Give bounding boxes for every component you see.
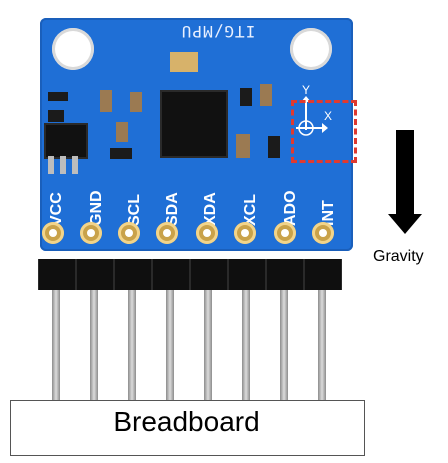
pin-pad (196, 222, 218, 244)
smd-capacitor (236, 134, 250, 158)
x-axis-label: X (324, 109, 332, 123)
pin-label-sda: SDA (164, 192, 181, 226)
x-axis-arrow (322, 123, 328, 133)
mounting-hole-left (52, 28, 94, 70)
header-block (76, 259, 114, 290)
header-pin (204, 290, 212, 402)
pin-pad (312, 222, 334, 244)
regulator-pin (72, 156, 78, 174)
pin-label-vcc: VCC (48, 192, 65, 226)
header-pin (166, 290, 174, 402)
pin-pad (274, 222, 296, 244)
header-block (304, 259, 342, 290)
board-title: ITG/MPU (180, 22, 256, 41)
pin-pad (156, 222, 178, 244)
breadboard (10, 400, 365, 456)
voltage-regulator (44, 123, 88, 159)
smd-resistor (240, 88, 252, 106)
breadboard-label: Breadboard (113, 406, 260, 437)
gravity-arrow-head (388, 214, 422, 234)
pin-label-ado: ADO (282, 190, 299, 226)
pin-pad (80, 222, 102, 244)
smd-resistor (48, 92, 68, 101)
regulator-pin (60, 156, 66, 174)
header-pin (280, 290, 288, 402)
smd-capacitor (116, 122, 128, 142)
smd-resistor (110, 148, 132, 159)
header-block (38, 259, 76, 290)
gravity-label: Gravity (373, 248, 424, 265)
axis-highlight-box (291, 100, 357, 163)
smd-capacitor (260, 84, 272, 106)
header-block (190, 259, 228, 290)
smd-capacitor (100, 90, 112, 112)
pin-header (38, 259, 342, 290)
pin-pad (118, 222, 140, 244)
mounting-hole-right (290, 28, 332, 70)
pin-pad (42, 222, 64, 244)
smd-resistor (48, 110, 64, 122)
pin-label-xda: XDA (202, 192, 219, 226)
header-block (266, 259, 304, 290)
mpu6050-chip (160, 90, 228, 158)
header-pin (128, 290, 136, 402)
gravity-arrow-shaft (396, 130, 414, 216)
header-block (152, 259, 190, 290)
z-axis-circle (298, 120, 314, 136)
header-pin (318, 290, 326, 402)
header-block (228, 259, 266, 290)
header-pin (52, 290, 60, 402)
tantalum-capacitor (170, 52, 198, 72)
pin-label-gnd: GND (88, 190, 105, 226)
pin-pad (234, 222, 256, 244)
smd-capacitor (130, 92, 142, 112)
y-axis-label: Y (302, 83, 310, 97)
header-pin (242, 290, 250, 402)
mpu6050-board: ITG/MPU Y X VCC GND SCL SDA XDA XCL ADO … (40, 18, 353, 251)
header-pin (90, 290, 98, 402)
smd-resistor (268, 136, 280, 158)
regulator-pin (48, 156, 54, 174)
header-block (114, 259, 152, 290)
